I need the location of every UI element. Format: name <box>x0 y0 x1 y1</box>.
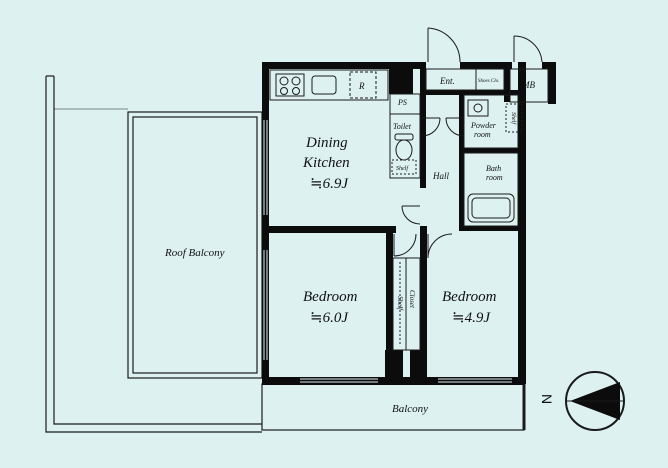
hall-label: Hall <box>432 171 450 181</box>
windows <box>263 120 512 383</box>
compass-icon <box>565 371 625 431</box>
bedroom-left-label: Bedroom <box>303 289 358 305</box>
meter-box-label: MB <box>521 80 535 90</box>
refrigerator-label: R <box>358 81 365 91</box>
entrance-label: Ent. <box>439 76 455 86</box>
shoes-closet-label: Shoes Clo. <box>478 79 499 84</box>
bath-room-label-2: room <box>486 173 503 182</box>
sink-icon <box>311 75 337 95</box>
bathtub-icon <box>467 193 515 223</box>
dining-kitchen-size: ≒6.9J <box>310 176 349 192</box>
powder-shelf-label: Shelf <box>510 112 517 125</box>
dining-kitchen-label-2: Kitchen <box>302 155 350 171</box>
bedroom-right-size: ≒4.9J <box>452 310 491 326</box>
toilet-shelf-label: Shelf <box>396 165 409 172</box>
kitchen-counter <box>269 69 389 101</box>
powder-room-label-1: Powder <box>470 121 497 130</box>
toilet-icon <box>394 133 414 161</box>
meter-box <box>509 68 549 103</box>
toilet-label: Toilet <box>393 122 412 131</box>
bath-room-label-1: Bath <box>486 164 501 173</box>
washbasin-icon <box>467 99 489 117</box>
closet-shelf-label: Shelf <box>396 296 404 311</box>
powder-shelf <box>505 103 523 133</box>
closet-label: Closet <box>408 290 416 309</box>
pipe-space-label: PS <box>397 98 407 107</box>
exterior-walls <box>262 62 556 385</box>
compass-north-label: N <box>539 394 555 404</box>
bath-room <box>463 152 519 227</box>
shoes-closet <box>475 68 505 91</box>
dining-kitchen-label-1: Dining <box>305 135 348 151</box>
powder-room-label-2: room <box>474 130 491 139</box>
stove-icon <box>275 73 305 97</box>
bedroom-left-size: ≒6.0J <box>310 310 349 326</box>
powder-room <box>463 94 519 149</box>
roof-balcony-area <box>45 75 263 433</box>
doors <box>393 27 543 259</box>
balcony-label: Balcony <box>392 403 428 415</box>
bedroom-right-label: Bedroom <box>442 289 497 305</box>
refrigerator-icon <box>349 71 377 99</box>
toilet-room <box>389 113 421 179</box>
roof-balcony-label: Roof Balcony <box>164 247 225 259</box>
